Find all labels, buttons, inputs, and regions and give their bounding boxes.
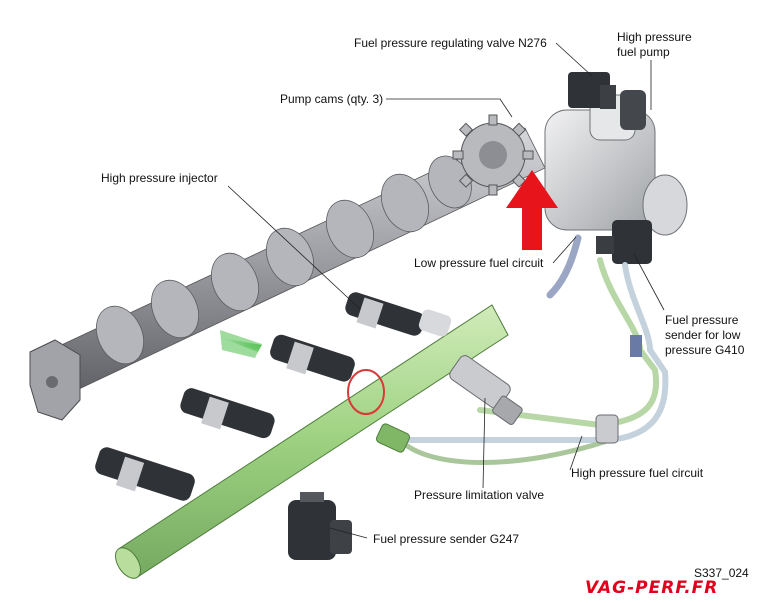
injector-3 xyxy=(180,388,275,439)
figure-code: S337_024 xyxy=(694,566,749,580)
fuel-pressure-sender-g247 xyxy=(288,492,352,560)
label-sender-g247: Fuel pressure sender G247 xyxy=(373,532,520,546)
pump-cam-gear xyxy=(452,114,534,196)
label-hp-fuel-pump-line2: fuel pump xyxy=(617,45,670,59)
camshaft xyxy=(29,127,546,421)
label-regulating-valve: Fuel pressure regulating valve N276 xyxy=(354,36,547,50)
label-hp-injector: High pressure injector xyxy=(101,171,218,185)
regulating-valve-connector xyxy=(568,72,646,130)
label-hp-fuel-pump-line1: High pressure xyxy=(617,30,692,44)
leader-lines xyxy=(227,42,665,539)
injector-1 xyxy=(345,292,452,337)
injector-4 xyxy=(95,447,195,501)
fuel-lines xyxy=(397,234,669,465)
label-pump-cams: Pump cams (qty. 3) xyxy=(280,92,384,106)
low-pressure-sender-g410 xyxy=(596,220,652,264)
label-low-pressure-circuit: Low pressure fuel circuit xyxy=(414,256,544,270)
label-hp-circuit: High pressure fuel circuit xyxy=(571,466,704,480)
injector-2 xyxy=(270,334,355,382)
watermark-logo: VAG-PERF.FR xyxy=(585,578,719,598)
label-sender-low-line3: pressure G410 xyxy=(665,343,745,357)
label-sender-low-line2: sender for low xyxy=(665,328,741,342)
label-sender-low-line1: Fuel pressure xyxy=(665,313,739,327)
high-pressure-fuel-pump xyxy=(544,72,688,264)
fuel-rail xyxy=(115,304,509,579)
pressure-limitation-valve xyxy=(449,355,523,425)
pump-drive-arrow xyxy=(506,170,558,250)
label-pressure-limit-valve: Pressure limitation valve xyxy=(414,488,545,502)
